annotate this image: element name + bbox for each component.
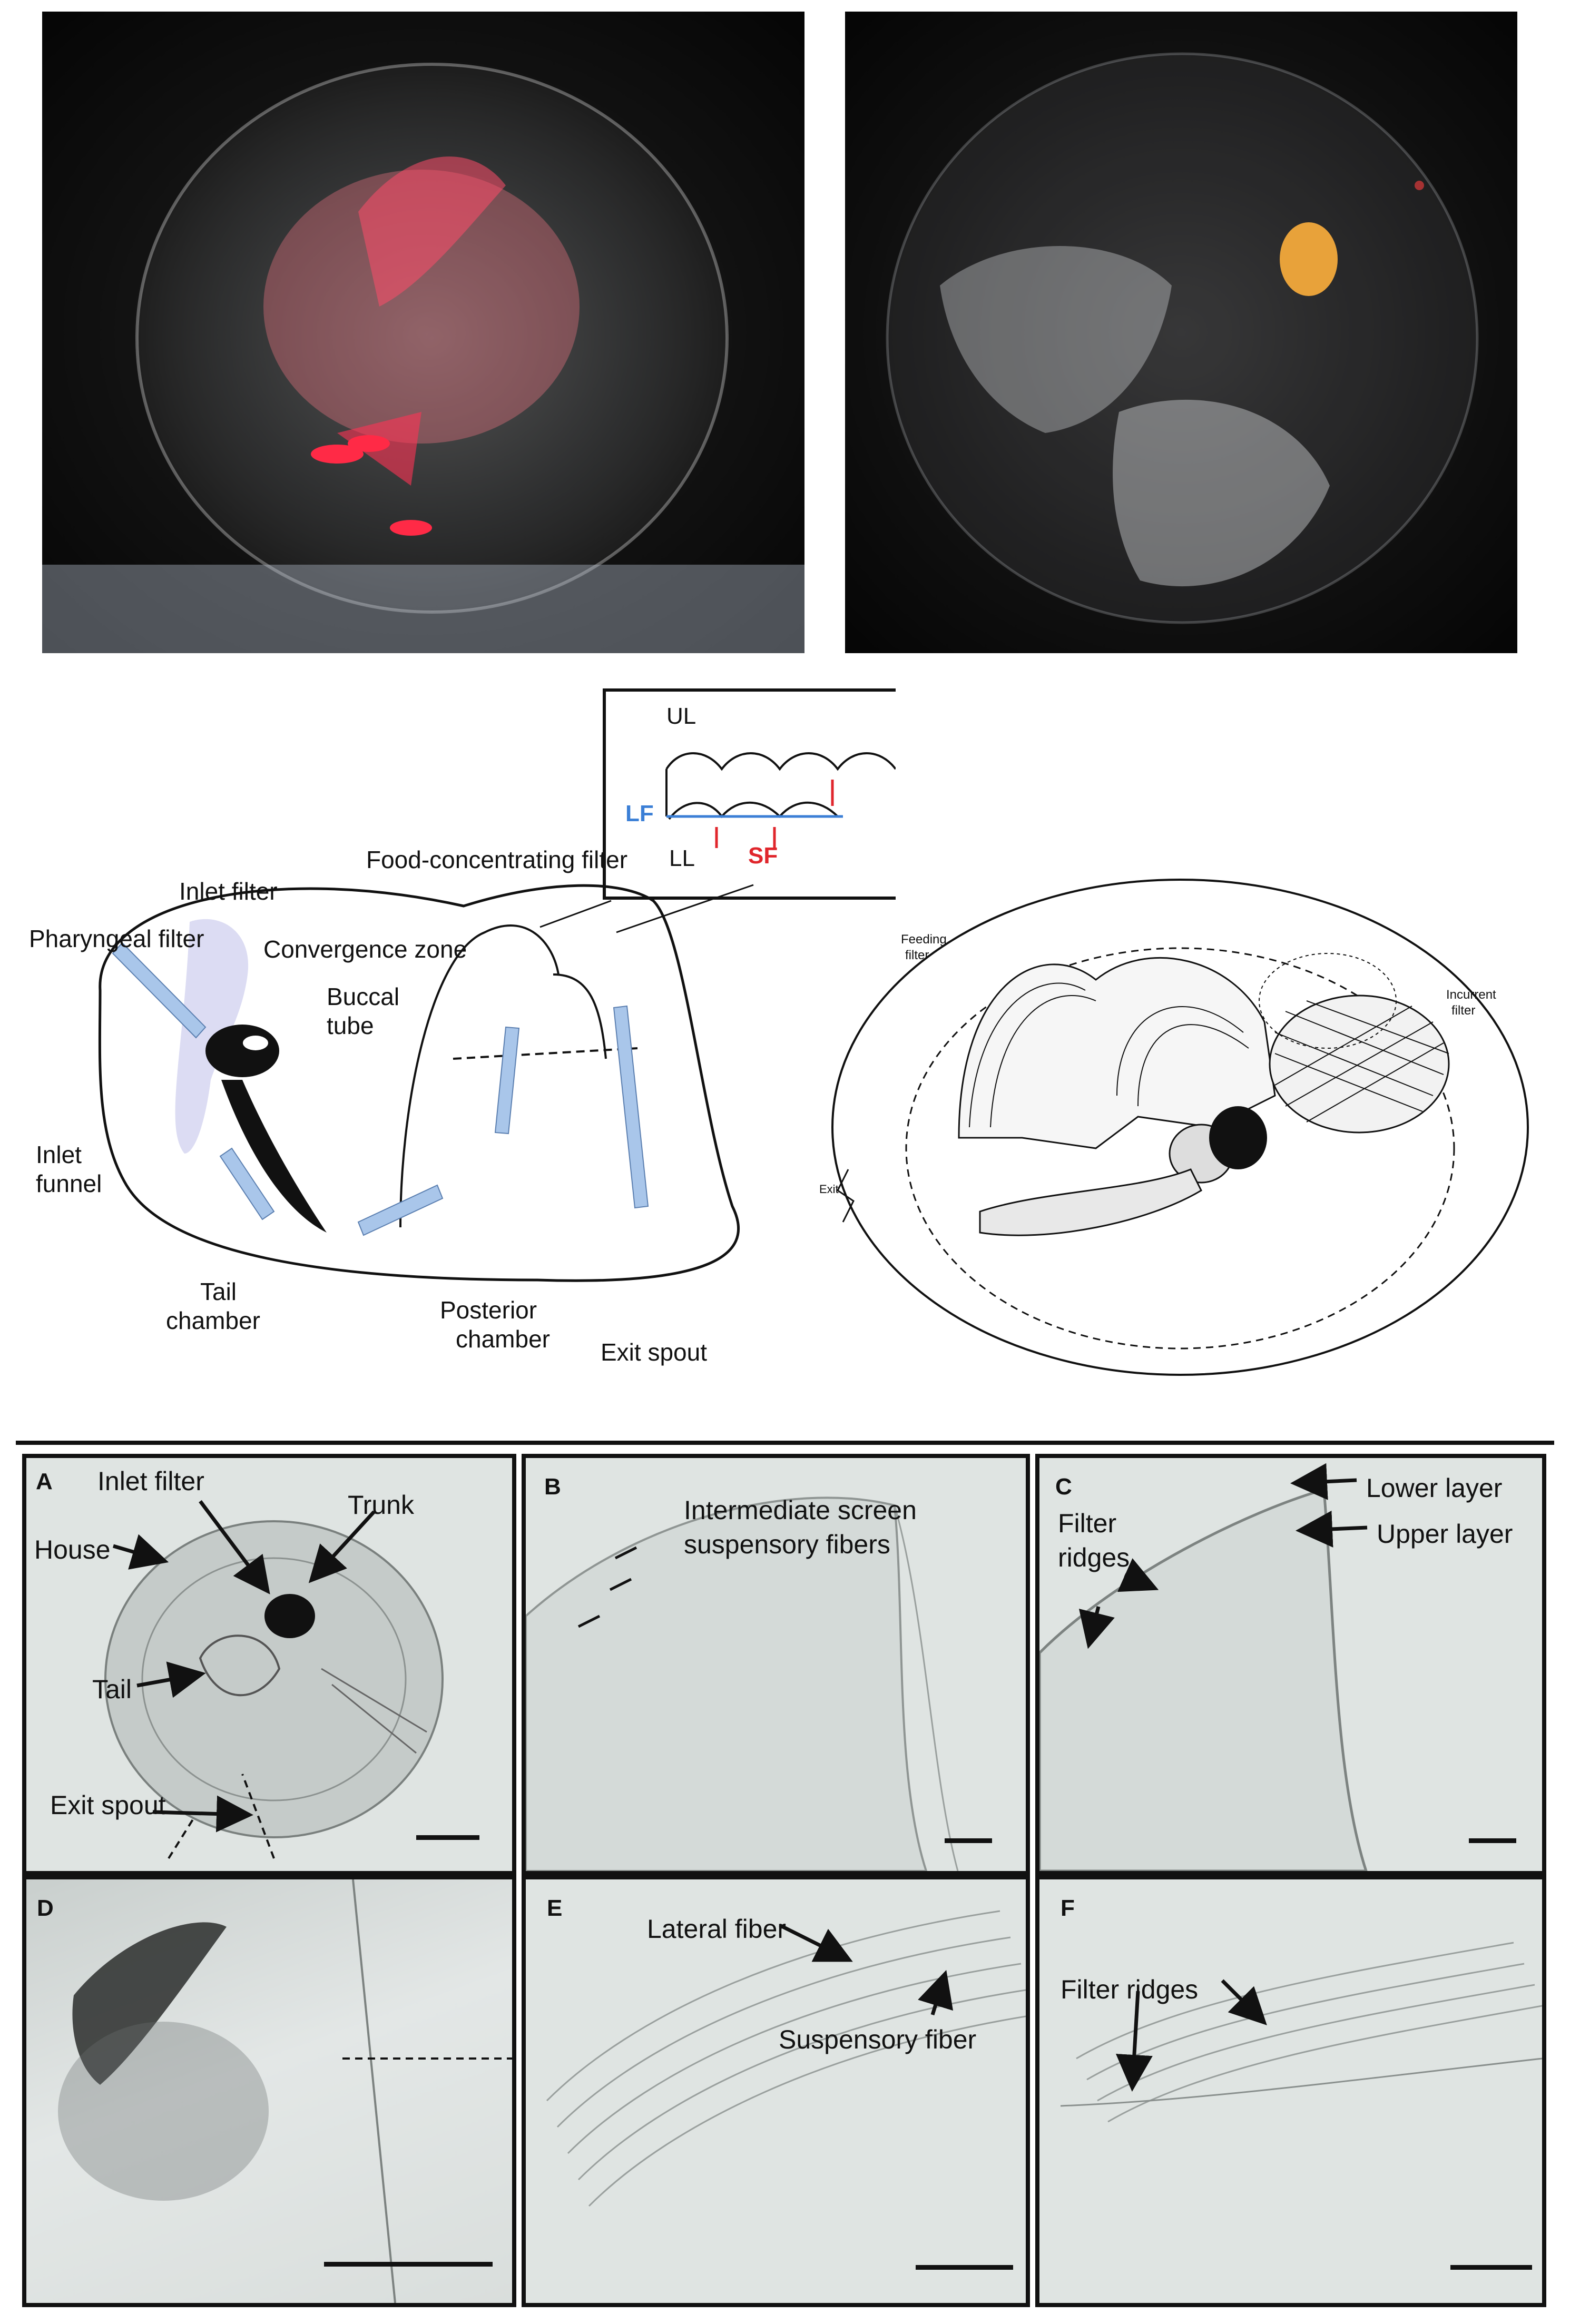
a-house-label: House [34, 1535, 111, 1564]
panel-e: E Lateral fiber Suspensory fiber [522, 1875, 1030, 2307]
e-suspensory-fiber-label: Suspensory fiber [779, 2025, 977, 2054]
incurrent-filter-label: filter [1451, 1003, 1476, 1018]
panel-b: B Intermediate screen suspensory fibers [522, 1454, 1030, 1875]
house-schematic-drawing [98, 688, 896, 1282]
b-line1-label: Intermediate screen [684, 1495, 917, 1525]
photo-house-filter [845, 12, 1517, 653]
panel-a: A Inlet filter Trunk House Tail Exit spo… [22, 1454, 516, 1875]
funnel-label: funnel [36, 1170, 102, 1197]
panel-f-letter: F [1061, 1895, 1075, 1921]
d-scale-bar [324, 2262, 493, 2267]
dark-fiber-micrograph-d-icon [58, 1879, 512, 2303]
house-line-drawing: Feeding filter Incurrent filter Exit [801, 874, 1538, 1391]
house-line-drawing-icon [831, 879, 1529, 1376]
panel-e-letter: E [547, 1895, 563, 1921]
a-inlet-filter-label: Inlet filter [97, 1466, 204, 1496]
panel-a-letter: A [36, 1469, 53, 1494]
inset-ll-label: LL [669, 845, 695, 871]
panel-b-letter: B [544, 1474, 561, 1500]
c-filter-label: Filter [1058, 1509, 1117, 1538]
house-schematic: UL LF LL SF Food-concentrating filter In… [0, 680, 896, 1396]
posterior-label: Posterior [440, 1296, 537, 1324]
panel-d: D [22, 1875, 516, 2307]
c-ridges-label: ridges [1058, 1543, 1130, 1572]
panel-f: F Filter ridges [1035, 1875, 1546, 2307]
inlet-label: Inlet [36, 1141, 82, 1168]
inset-sf-label: SF [748, 843, 778, 869]
incurrent-label: Incurrent [1446, 988, 1496, 1002]
panel-c-letter: C [1055, 1474, 1072, 1500]
house-photo-filter-icon [886, 52, 1479, 624]
tail-label: Tail [200, 1278, 237, 1305]
c-lower-layer-label: Lower layer [1366, 1473, 1503, 1503]
feeding-filter-label: filter [905, 948, 929, 962]
f-filter-ridges-label: Filter ridges [1061, 1975, 1199, 2004]
inset-lf-label: LF [625, 801, 654, 826]
house-micrograph-icon [104, 1520, 444, 1859]
house-photo-red-icon [42, 63, 804, 653]
food-filter-label: Food-concentrating filter [366, 846, 628, 873]
tube-label: tube [327, 1012, 374, 1039]
b-scale-bar [945, 1838, 992, 1843]
b-line2-label: suspensory fibers [684, 1530, 890, 1559]
inlet-filter-label: Inlet filter [179, 878, 278, 905]
exit-label: Exit [819, 1183, 839, 1196]
exit-spout-label: Exit spout [601, 1338, 707, 1366]
f-scale-bar [1450, 2265, 1532, 2270]
posterior-chamber-label: chamber [456, 1325, 550, 1353]
e-lateral-fiber-label: Lateral fiber [647, 1914, 787, 1944]
c-upper-layer-label: Upper layer [1377, 1519, 1513, 1549]
a-tail-label: Tail [92, 1675, 132, 1704]
e-scale-bar [916, 2265, 1013, 2270]
photo-house-red [42, 12, 804, 653]
a-exit-spout-label: Exit spout [50, 1790, 166, 1820]
fiber-micrograph-b-icon [526, 1496, 959, 1871]
filter-ridges-micrograph-f-icon [1060, 1942, 1542, 2123]
tail-chamber-label: chamber [166, 1307, 260, 1334]
buccal-label: Buccal [327, 983, 400, 1010]
convergence-zone-label: Convergence zone [263, 935, 467, 963]
section-divider [16, 1441, 1554, 1445]
a-scale-bar [416, 1835, 479, 1840]
panel-c: C Lower layer Filter ridges Upper layer [1035, 1454, 1546, 1875]
c-scale-bar [1469, 1838, 1516, 1843]
pharyngeal-filter-label: Pharyngeal filter [29, 925, 204, 952]
inset-ul-label: UL [666, 703, 696, 729]
panel-d-letter: D [37, 1895, 54, 1921]
a-trunk-label: Trunk [348, 1490, 414, 1520]
feeding-label: Feeding [901, 932, 947, 947]
